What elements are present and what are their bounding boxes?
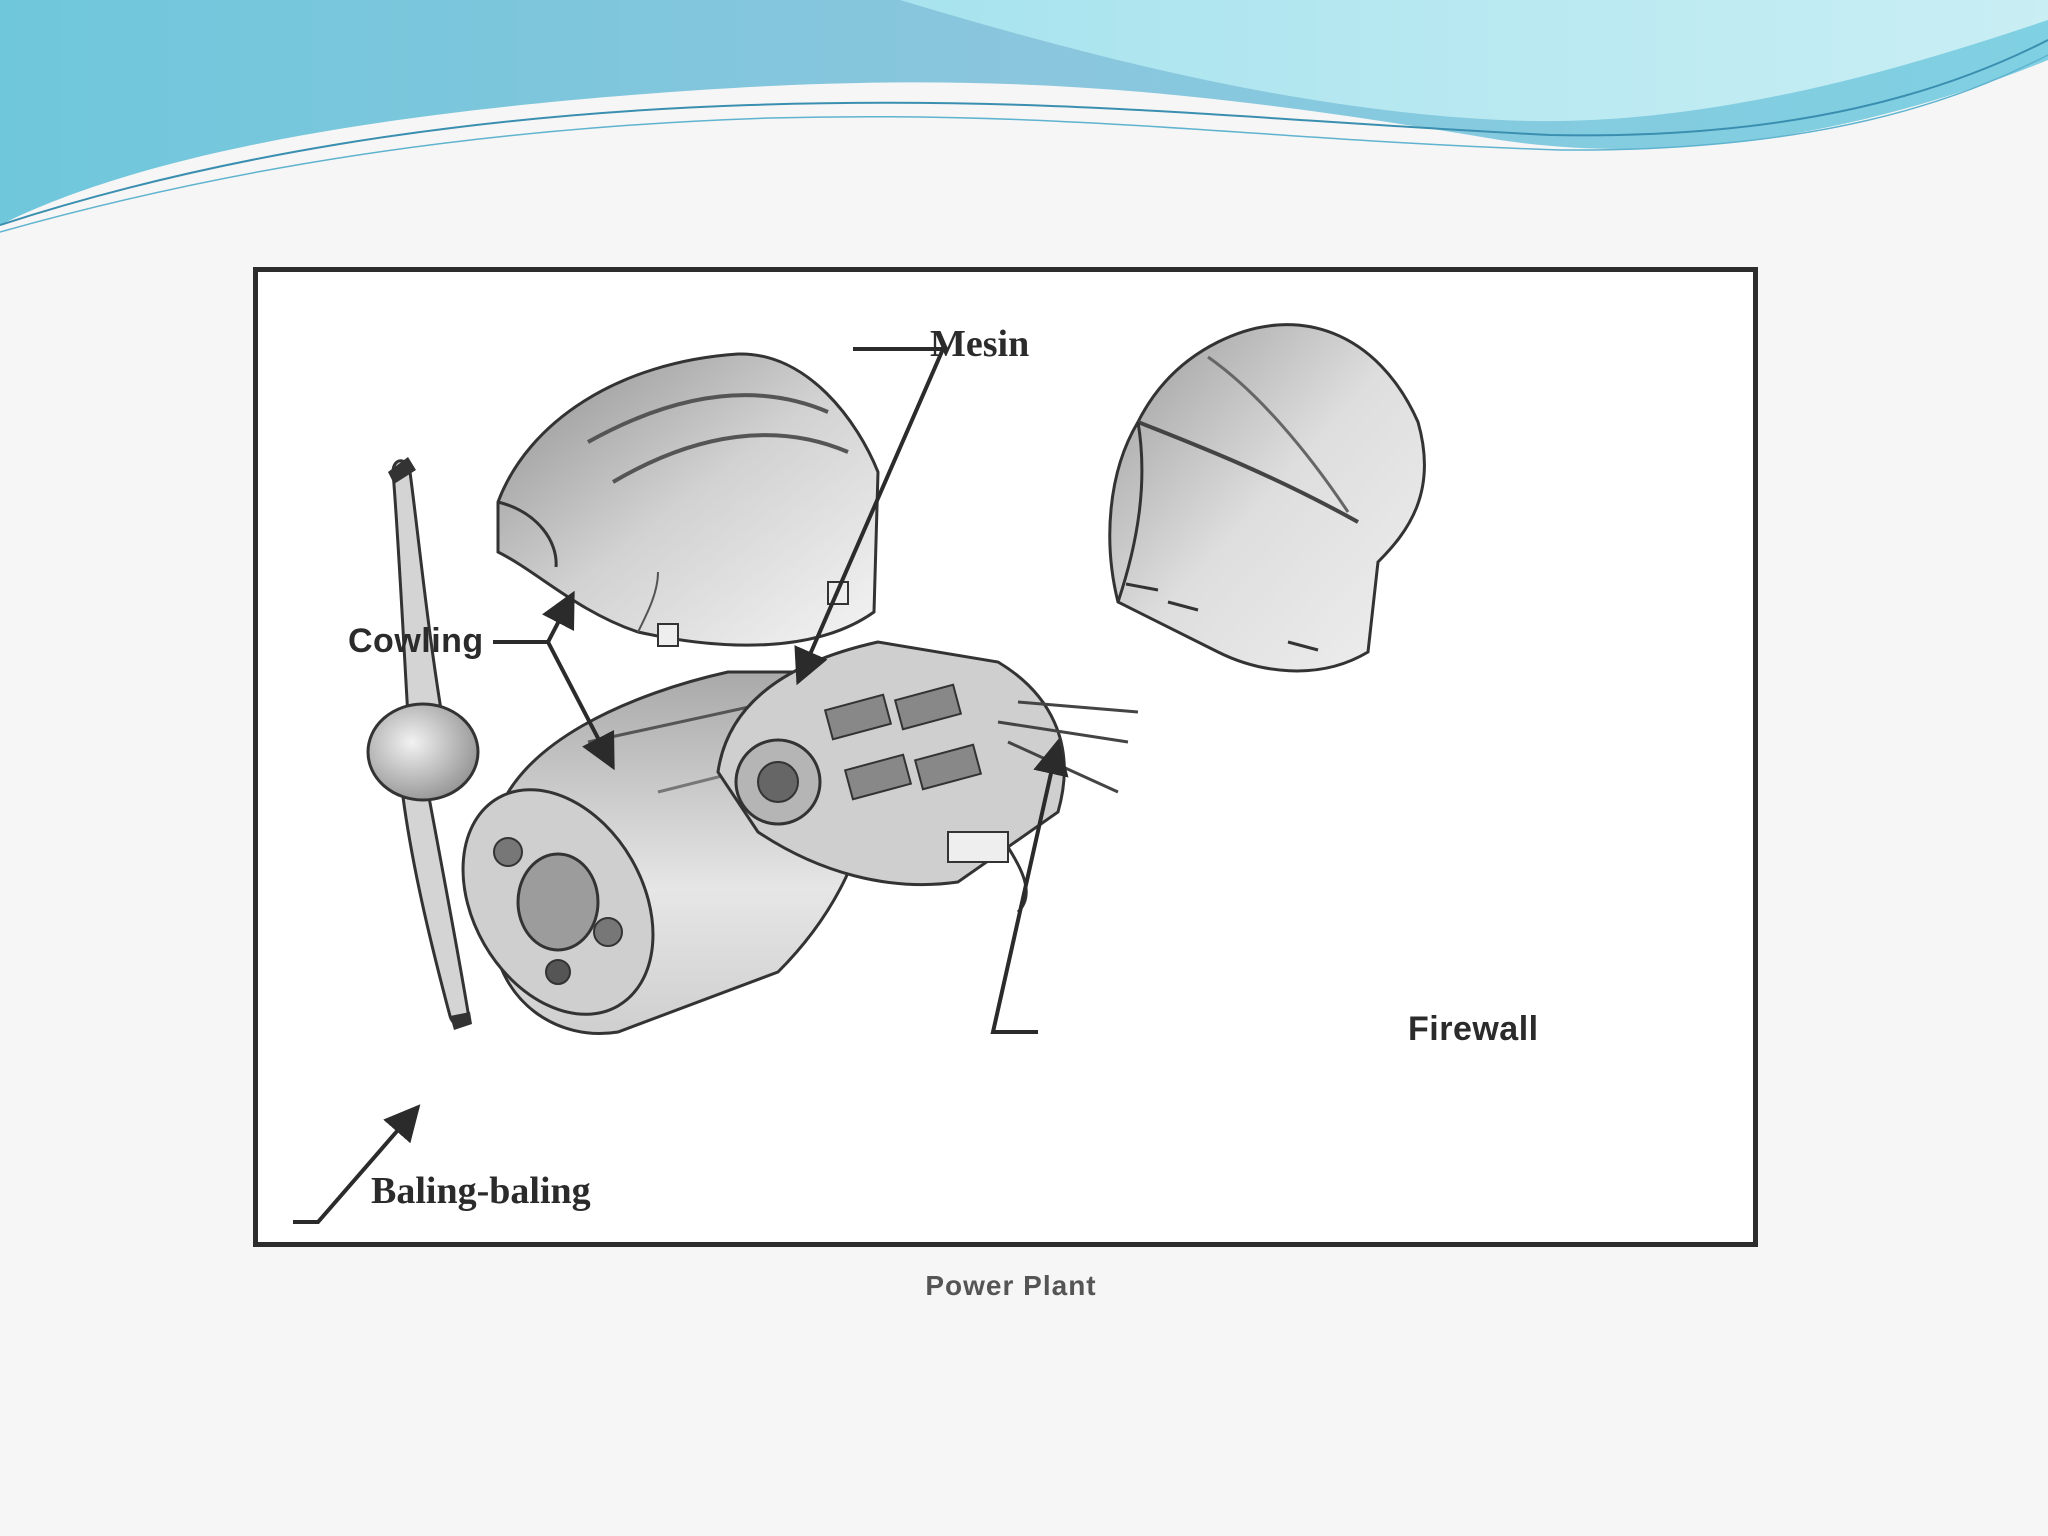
- label-propeller: Baling-baling: [371, 1170, 591, 1212]
- label-firewall: Firewall: [1408, 1010, 1539, 1048]
- diagram-frame: Mesin Cowling Firewall Baling-baling: [253, 267, 1758, 1247]
- label-cowling: Cowling: [348, 622, 484, 660]
- power-plant-illustration: [293, 323, 1426, 1224]
- fuselage-firewall-shape: [1108, 323, 1426, 673]
- label-engine: Mesin: [930, 323, 1030, 365]
- leader-lines: [293, 347, 1069, 1224]
- diagram-caption: Power Plant: [925, 1270, 1097, 1301]
- propeller-shape: [366, 457, 480, 1030]
- engine-shape: [716, 640, 1139, 914]
- upper-cowling-shape: [496, 352, 880, 647]
- header-wave-decoration: [0, 0, 2048, 233]
